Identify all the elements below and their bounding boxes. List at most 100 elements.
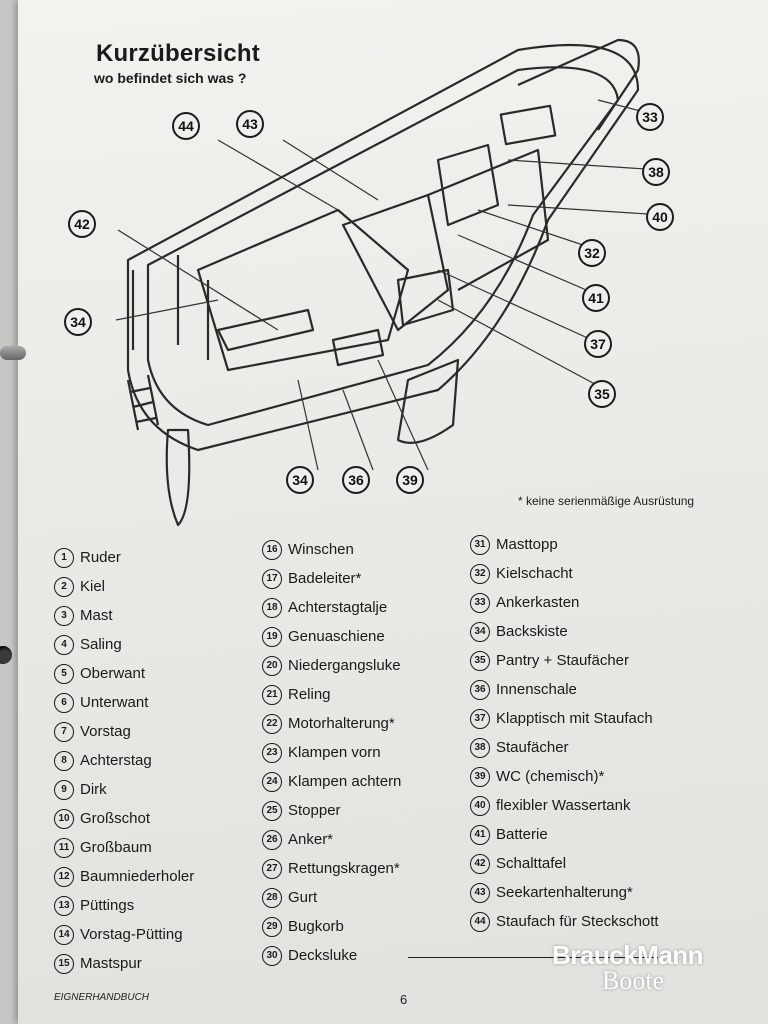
legend-label: Schalttafel — [496, 855, 567, 872]
legend-label: Großschot — [80, 810, 151, 827]
legend-label: Masttopp — [496, 536, 558, 553]
legend-number-badge: 43 — [470, 882, 490, 903]
boat-diagram — [115, 38, 664, 527]
legend-number-badge: 37 — [470, 708, 490, 729]
legend-number-badge: 29 — [262, 916, 282, 937]
legend-number-badge: 40 — [470, 795, 490, 816]
legend-item: 31 Masttopp — [470, 530, 659, 559]
forward-hatch — [499, 104, 557, 146]
legend-item: 7 Vorstag — [54, 717, 194, 746]
legend-number-badge: 3 — [54, 605, 74, 626]
legend-number-badge: 38 — [470, 737, 490, 758]
legend-label: Unterwant — [80, 694, 149, 711]
legend-label: Genuaschiene — [288, 628, 385, 645]
cabin-bulkhead — [341, 193, 450, 332]
legend-number-badge: 25 — [262, 800, 282, 821]
legend-number-badge: 10 — [54, 808, 74, 829]
legend-label: Mastspur — [80, 955, 142, 972]
galley-block — [396, 268, 455, 327]
legend-label: Klampen vorn — [288, 744, 381, 761]
legend-label: Reling — [288, 686, 331, 703]
legend-item: 15 Mastspur — [54, 949, 194, 978]
legend-label: Dirk — [80, 781, 107, 798]
footer-manual-name: EIGNERHANDBUCH — [54, 992, 150, 1003]
legend-label: Pantry + Staufächer — [496, 652, 629, 669]
binder-pin — [0, 346, 26, 360]
legend-number-badge: 32 — [470, 563, 490, 584]
legend-item: 4 Saling — [54, 630, 194, 659]
legend-label: Niedergangsluke — [288, 657, 401, 674]
legend-label: Staufächer — [496, 739, 569, 756]
cockpit — [196, 208, 410, 372]
legend-label: Backskiste — [496, 623, 568, 640]
callout-36: 36 — [342, 466, 370, 494]
legend-label: Saling — [80, 636, 122, 653]
legend-item: 33 Ankerkasten — [470, 588, 659, 617]
legend-label: Klapptisch mit Staufach — [496, 710, 653, 727]
legend-number-badge: 31 — [470, 534, 490, 555]
cockpit-bench — [216, 308, 315, 352]
legend-number-badge: 15 — [54, 953, 74, 974]
legend-number-badge: 23 — [262, 742, 282, 763]
cabin-interior — [427, 148, 550, 291]
legend-label: Batterie — [496, 826, 548, 843]
page-title: Kurzübersicht — [96, 40, 260, 67]
optional-equipment-note: * keine serienmäßige Ausrüstung — [518, 494, 695, 508]
legend-number-badge: 4 — [54, 634, 74, 655]
legend-label: Baumniederholer — [80, 868, 195, 885]
legend-item: 2 Kiel — [54, 572, 194, 601]
legend-number-badge: 24 — [262, 771, 282, 792]
legend-number-badge: 2 — [54, 576, 74, 597]
legend-label: Ankerkasten — [496, 594, 580, 611]
legend-number-badge: 21 — [262, 684, 282, 705]
legend-label: Kiel — [80, 578, 106, 595]
watermark-brand: BrauckMann — [552, 940, 704, 970]
legend-label: Achterstag — [80, 752, 152, 769]
legend-item: 40 flexibler Wassertank — [470, 791, 659, 820]
legend-item: 12 Baumniederholer — [54, 862, 194, 891]
legend-number-badge: 22 — [262, 713, 282, 734]
legend-number-badge: 7 — [54, 721, 74, 742]
legend-number-badge: 12 — [54, 866, 74, 887]
legend-item: 37 Klapptisch mit Staufach — [470, 704, 659, 733]
legend-label: Rettungskragen* — [288, 860, 400, 877]
legend-item: 25 Stopper — [262, 796, 401, 825]
hull-outline — [126, 43, 640, 452]
legend-number-badge: 6 — [54, 692, 74, 713]
legend-number-badge: 18 — [262, 597, 282, 618]
callout-34-bottom: 34 — [286, 466, 314, 494]
legend-number-badge: 33 — [470, 592, 490, 613]
legend-number-badge: 41 — [470, 824, 490, 845]
callout-32: 32 — [578, 239, 606, 267]
legend-label: Vorstag — [80, 723, 131, 740]
callout-35: 35 — [588, 380, 616, 408]
legend-number-badge: 26 — [262, 829, 282, 850]
keel — [396, 358, 460, 444]
legend-number-badge: 13 — [54, 895, 74, 916]
legend-number-badge: 17 — [262, 568, 282, 589]
legend-number-badge: 11 — [54, 837, 74, 858]
legend-number-badge: 42 — [470, 853, 490, 874]
legend-label: Vorstag-Pütting — [80, 926, 183, 943]
legend-label: flexibler Wassertank — [496, 797, 631, 814]
bow-pulpit — [517, 38, 640, 131]
legend-number-badge: 34 — [470, 621, 490, 642]
legend-label: Anker* — [288, 831, 334, 848]
underline — [408, 957, 658, 958]
legend-label: Stopper — [288, 802, 341, 819]
deck-edge — [146, 66, 620, 427]
legend-item: 10 Großschot — [54, 804, 194, 833]
